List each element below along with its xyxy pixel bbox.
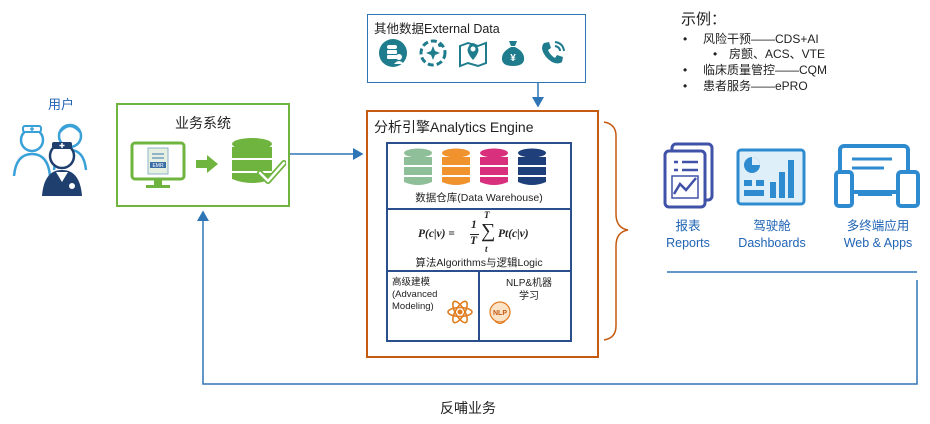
bullet-icon: • <box>683 79 688 93</box>
svg-text:¥: ¥ <box>510 53 516 64</box>
example-item-3-text: 患者服务——ePRO <box>703 79 808 93</box>
divider-warehouse-algo <box>386 208 572 210</box>
bullet-icon: • <box>683 63 688 77</box>
divider-modeling-nlp <box>478 270 480 342</box>
analytics-engine-title: 分析引擎Analytics Engine <box>374 119 534 135</box>
formula-sum-symbol: ∑ <box>481 220 496 242</box>
output-web-apps-line1: 多终端应用 <box>846 219 910 233</box>
example-item-2: • 临床质量管控——CQM <box>681 62 827 78</box>
database-icon-3 <box>480 148 508 185</box>
external-data-title: 其他数据External Data <box>374 22 500 36</box>
algorithm-label: 算法Algorithms与逻辑Logic <box>415 257 543 269</box>
example-item-3: • 患者服务——ePRO <box>681 78 827 94</box>
output-dashboards-label: 驾驶舱 Dashboards <box>728 218 816 252</box>
users-label: 用户 <box>48 97 75 112</box>
example-item-2-text: 临床质量管控——CQM <box>703 63 827 77</box>
formula-lhs: P(c|v) = <box>418 228 455 240</box>
svg-text:EMR: EMR <box>152 163 164 169</box>
medical-staff-icon <box>12 123 88 196</box>
money-bag-icon: ¥ <box>501 41 525 66</box>
formula-frac-den: T <box>470 235 478 247</box>
emr-monitor-icon: EMR <box>130 141 186 188</box>
users-group: 用户 <box>10 94 100 199</box>
database-icon-4 <box>518 148 546 185</box>
example-item-1: • 风险干预——CDS+AI <box>681 31 827 47</box>
formula-rhs: Pt(c|v) <box>498 228 529 240</box>
right-arrow-icon <box>196 155 218 173</box>
bullet-icon: • <box>713 47 718 61</box>
web-apps-icon <box>834 144 920 208</box>
formula-sum-bottom: t <box>485 244 488 254</box>
feedback-label: 反哺业务 <box>440 400 496 416</box>
formula-frac-num: 1 <box>471 219 477 231</box>
formula-frac-bar <box>470 234 479 235</box>
business-system-box: 业务系统 EMR <box>116 103 290 207</box>
phone-call-icon <box>542 41 565 64</box>
output-web-apps-label: 多终端应用 Web & Apps <box>830 218 926 252</box>
modeling-label: 高级建模 (Advanced Modeling) <box>392 277 438 312</box>
output-dashboards-line1: 驾驶舱 <box>753 219 791 233</box>
examples-title: 示例： <box>681 11 727 28</box>
dashboards-icon <box>736 148 806 206</box>
example-item-1-sub-text: 房颤、ACS、VTE <box>729 47 826 61</box>
algorithm-formula: P(c|v) = 1 T T ∑ t Pt(c|v) <box>418 210 568 254</box>
database-icon-2 <box>442 148 470 185</box>
example-item-1-sub: • 房颤、ACS、VTE <box>681 47 827 62</box>
warehouse-databases <box>404 148 546 185</box>
output-web-apps-line2: Web & Apps <box>843 236 913 250</box>
example-item-1-text: 风险干预——CDS+AI <box>703 32 819 46</box>
database-person-icon <box>379 39 407 67</box>
feedback-loop-arrow <box>197 210 918 385</box>
sparkle-gear-icon <box>419 39 447 67</box>
formula-sum-top: T <box>484 210 490 220</box>
warehouse-label: 数据仓库(Data Warehouse) <box>415 192 543 204</box>
reports-icon <box>663 142 714 209</box>
examples-panel: 示例： • 风险干预——CDS+AI • 房颤、ACS、VTE • 临床质量管控… <box>681 8 827 94</box>
database-check-icon <box>232 138 286 184</box>
output-reports-line2: Reports <box>666 236 710 250</box>
business-system-title: 业务系统 <box>175 115 231 131</box>
output-reports-label: 报表 Reports <box>648 218 728 252</box>
map-pin-icon <box>459 41 487 68</box>
database-icon-1 <box>404 148 432 185</box>
nlp-brain-icon: NLP <box>489 301 511 325</box>
external-data-icons: ¥ <box>378 38 568 68</box>
output-reports-line1: 报表 <box>675 219 701 233</box>
output-dashboards-line2: Dashboards <box>738 236 806 250</box>
bullet-icon: • <box>683 32 688 46</box>
external-data-box: 其他数据External Data ¥ <box>367 14 586 83</box>
analytics-engine-box: 分析引擎Analytics Engine <box>366 110 599 358</box>
atom-icon <box>447 300 473 324</box>
svg-text:NLP: NLP <box>493 310 507 317</box>
nlp-label: NLP&机器 学习 <box>505 278 553 302</box>
right-brace <box>603 121 629 341</box>
